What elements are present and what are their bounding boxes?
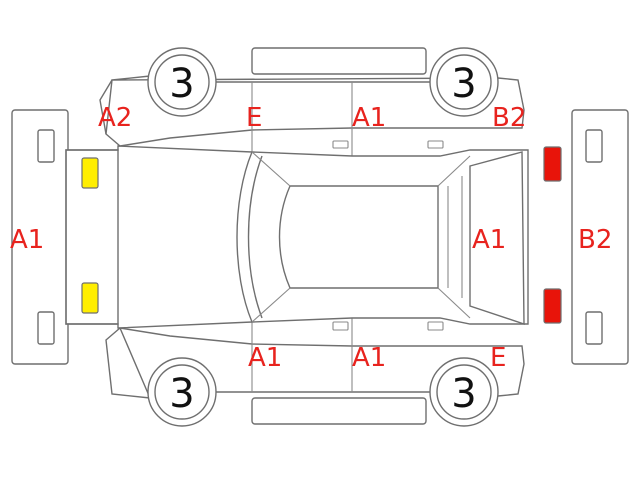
tire-rear-left: 3 [429,47,499,117]
label-rear-bumper: B2 [578,225,612,255]
label-front-bumper: A1 [10,225,44,255]
headlight-top [81,157,99,189]
tire-rear-right: 3 [429,357,499,427]
left-side-skirt [251,47,427,75]
rear-bumper [571,109,629,365]
tire-rear-right-grade: 3 [451,371,476,417]
tire-front-left-grade: 3 [169,61,194,107]
car-right-side [105,290,525,425]
label-rear-window: A1 [472,225,506,255]
label-rear-left-door: A1 [352,103,386,133]
tire-rear-left-grade: 3 [451,61,476,107]
tire-front-right: 3 [147,357,217,427]
label-rear-right-door: A1 [352,343,386,373]
label-front-left-fender: A2 [98,103,132,133]
label-rear-left-fender: B2 [492,103,526,133]
tire-front-right-grade: 3 [169,371,194,417]
label-front-left-door: E [246,103,262,133]
car-top-view [65,145,529,329]
rear-window [469,151,525,325]
tire-front-left: 3 [147,47,217,117]
label-rear-right-fender: E [490,343,506,373]
headlight-bottom [81,282,99,314]
car-left-side [99,47,525,184]
right-side-skirt [251,397,427,425]
taillight-bottom [543,288,562,324]
label-front-right-door: A1 [248,343,282,373]
taillight-top [543,146,562,182]
